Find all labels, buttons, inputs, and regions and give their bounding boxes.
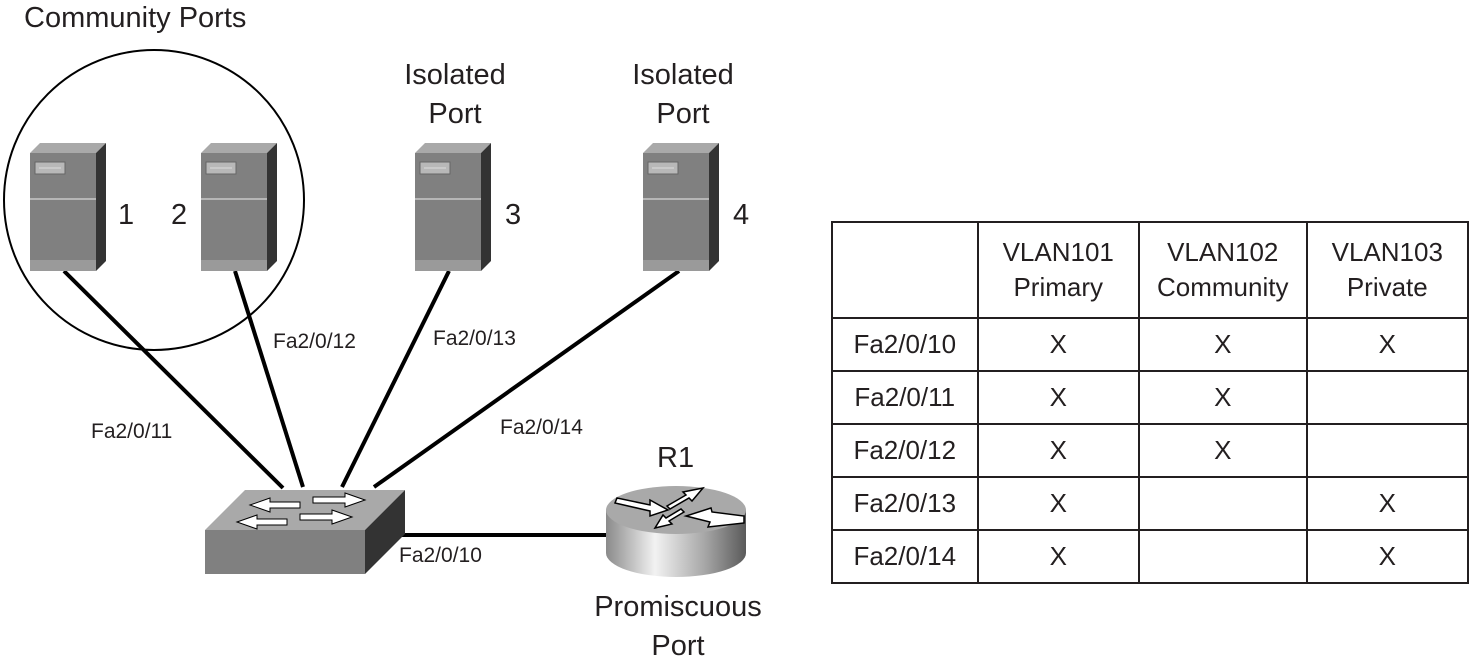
membership-cell: X <box>976 423 1140 478</box>
server-icon[interactable] <box>201 143 277 271</box>
isolated-label-line2: Port <box>656 98 710 130</box>
links <box>62 269 681 537</box>
interface-label-fa2-0-13: Fa2/0/13 <box>433 327 516 350</box>
membership-cell: X <box>1305 317 1469 372</box>
membership-cell: X <box>976 529 1140 584</box>
interface-label-fa2-0-14: Fa2/0/14 <box>500 416 583 439</box>
membership-cell <box>1305 423 1469 478</box>
membership-cell: X <box>1137 370 1308 425</box>
router-name: R1 <box>657 442 695 474</box>
promiscuous-port-label: Promiscuous Port <box>578 588 778 666</box>
community-ports-label: Community Ports <box>24 2 247 34</box>
membership-cell: X <box>976 476 1140 531</box>
host-number-3: 3 <box>505 199 522 231</box>
server-icon[interactable] <box>30 143 106 271</box>
port-cell: Fa2/0/12 <box>831 423 979 478</box>
link-fa2-0-13 <box>340 270 451 488</box>
port-cell: Fa2/0/10 <box>831 317 979 372</box>
membership-cell: X <box>976 370 1140 425</box>
host-number-2: 2 <box>171 199 188 231</box>
membership-cell <box>1305 370 1469 425</box>
isolated-label-line1: Isolated <box>404 59 506 91</box>
isolated-port-label-3: Isolated Port <box>393 56 517 134</box>
port-cell: Fa2/0/11 <box>831 370 979 425</box>
link-fa2-0-11 <box>62 269 285 490</box>
promiscuous-label-line1: Promiscuous <box>594 591 762 623</box>
interface-label-fa2-0-12: Fa2/0/12 <box>273 330 356 353</box>
membership-cell: X <box>1137 317 1308 372</box>
link-fa2-0-14 <box>372 269 681 489</box>
membership-cell <box>1137 529 1308 584</box>
host-number-1: 1 <box>118 199 135 231</box>
membership-cell: X <box>1305 476 1469 531</box>
header-corner <box>831 221 979 319</box>
server-icon[interactable] <box>643 143 719 271</box>
interface-label-fa2-0-10: Fa2/0/10 <box>399 544 482 567</box>
interface-label-fa2-0-11: Fa2/0/11 <box>91 420 173 443</box>
isolated-label-line2: Port <box>428 98 482 130</box>
router-icon[interactable] <box>606 486 746 577</box>
membership-cell: X <box>976 317 1140 372</box>
host-number-4: 4 <box>733 199 750 231</box>
promiscuous-label-line2: Port <box>651 630 705 662</box>
server-icon[interactable] <box>415 143 491 271</box>
port-cell: Fa2/0/13 <box>831 476 979 531</box>
switch-icon[interactable] <box>205 490 405 574</box>
isolated-label-line1: Isolated <box>632 59 734 91</box>
port-cell: Fa2/0/14 <box>831 529 979 584</box>
community-group-circle <box>3 49 305 351</box>
membership-cell: X <box>1137 423 1308 478</box>
isolated-port-label-4: Isolated Port <box>621 56 745 134</box>
membership-cell: X <box>1305 529 1469 584</box>
link-fa2-0-12 <box>233 270 305 488</box>
membership-cell <box>1137 476 1308 531</box>
